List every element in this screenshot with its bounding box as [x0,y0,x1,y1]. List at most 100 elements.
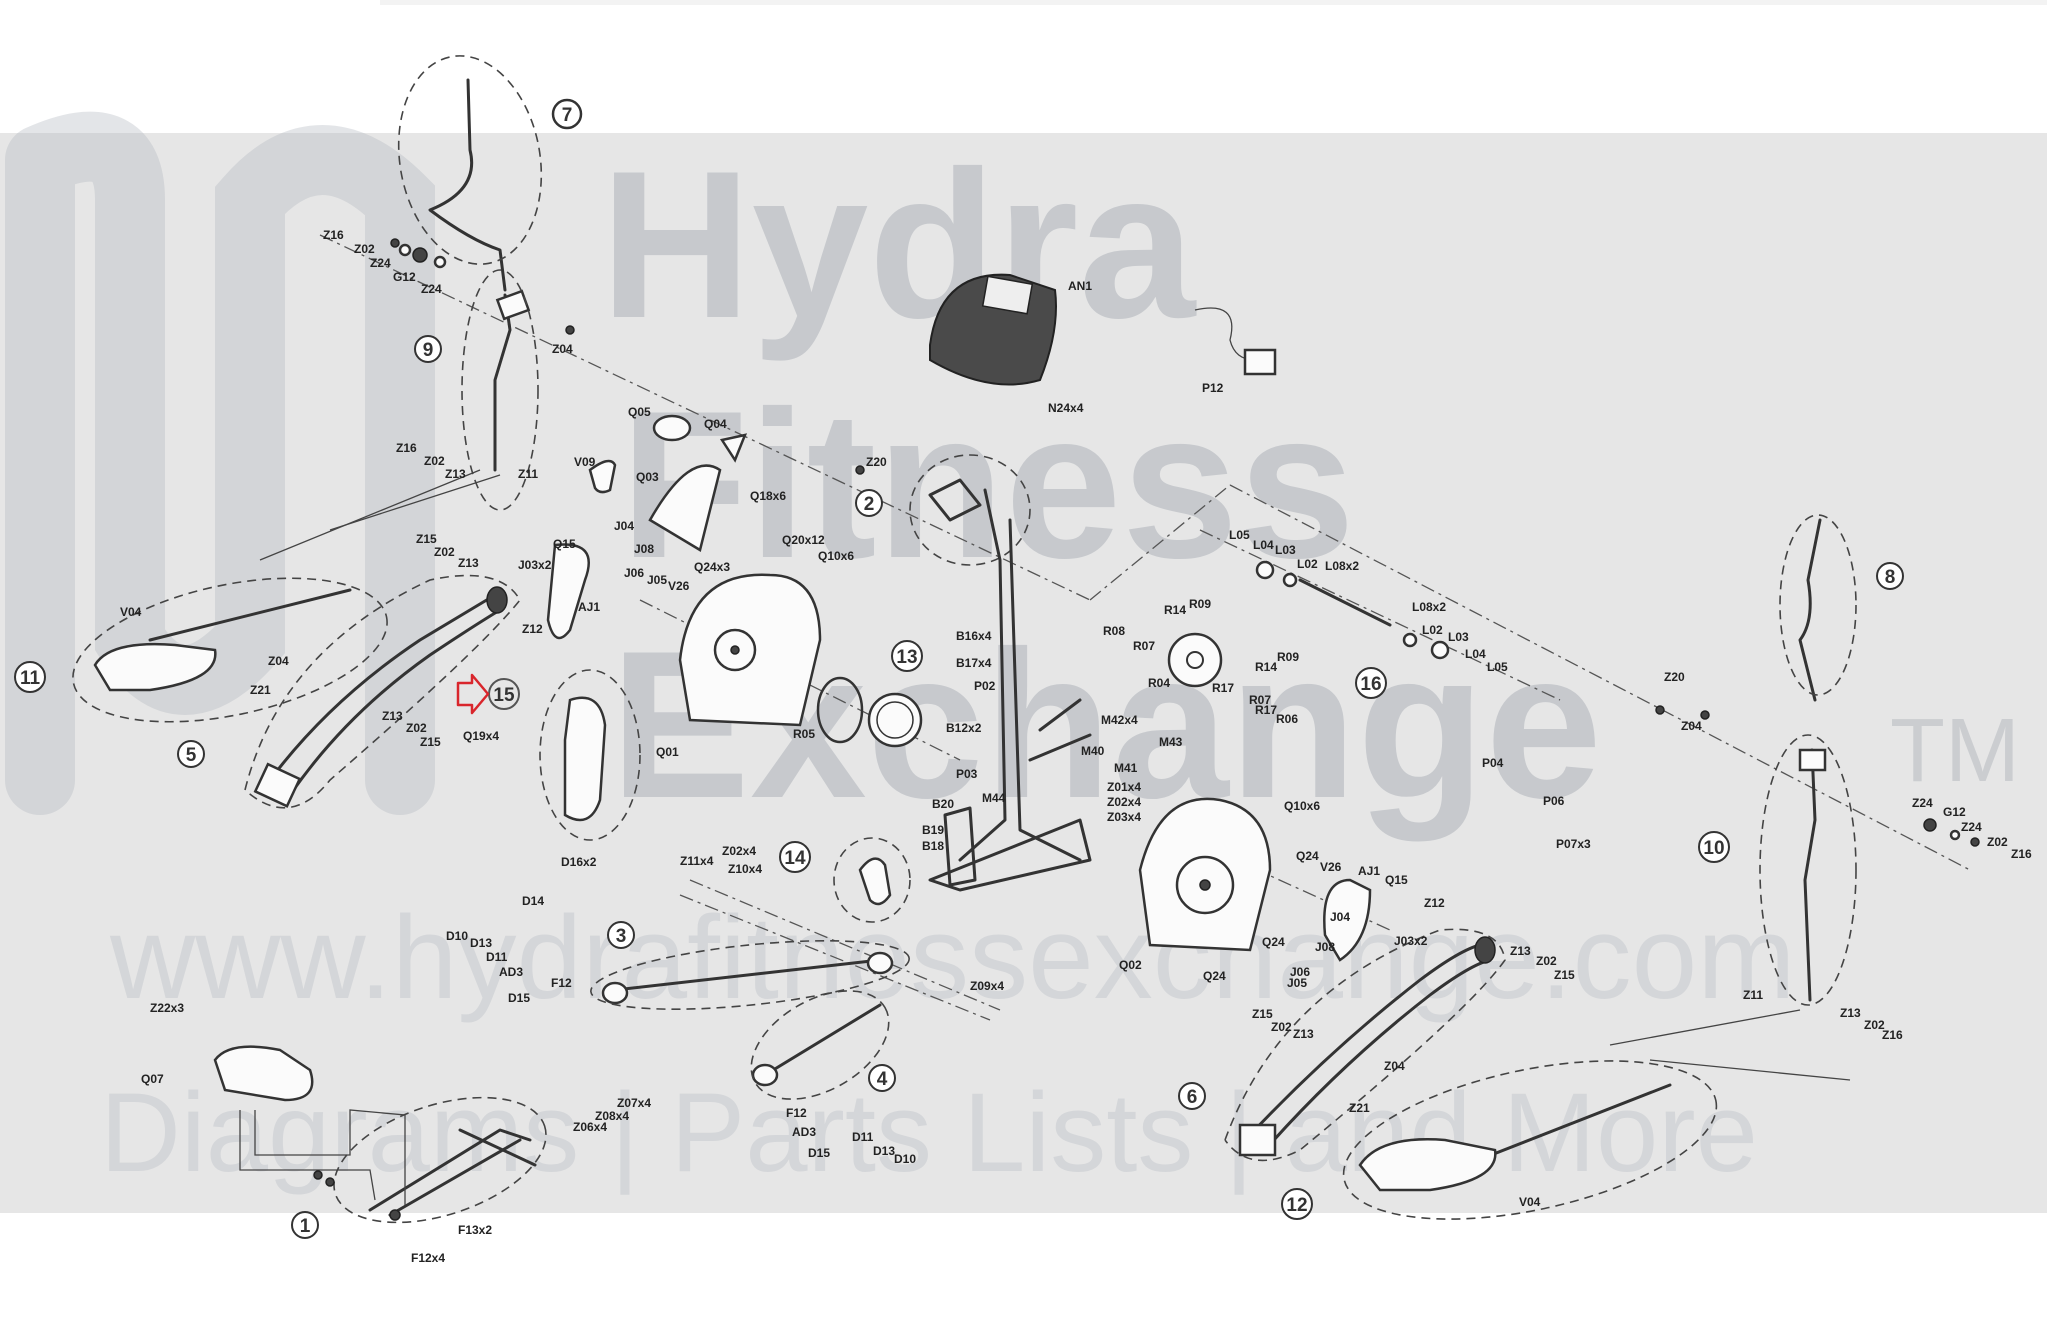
console-an1 [929,273,1057,386]
power-adapter-p12 [1194,307,1277,376]
label-p12: P12 [1202,381,1224,395]
part-12-right-pedal [1342,1060,1718,1220]
part-8-upper-handlebar [1779,514,1857,702]
callout-7: 7 [551,98,583,130]
top-edge-strip [380,0,2047,5]
label-r07b: R07 [1249,693,1271,707]
label-z24a: Z24 [370,256,391,270]
label-z15b: Z15 [420,735,441,749]
idler-wheel [1167,632,1223,688]
label-j05a: J05 [647,573,667,587]
callout-14: 14 [779,841,811,873]
callout-8: 8 [1876,562,1904,590]
label-q24a: Q24 [1296,849,1319,863]
label-q07: Q07 [141,1072,164,1086]
svg-text:9: 9 [423,340,434,361]
svg-text:6: 6 [1187,1087,1198,1108]
label-q10x6b: Q10x6 [1284,799,1320,813]
label-m43: M43 [1159,735,1183,749]
label-q10x6a: Q10x6 [818,549,854,563]
label-q15b: Q15 [1385,873,1408,887]
label-l08x2a: L08x2 [1325,559,1359,573]
label-z02x4b: Z02x4 [722,844,756,858]
watermark-brand-line1: Hydra [600,127,1196,362]
part-7-upper-handlebar [397,55,543,292]
label-q03: Q03 [636,470,659,484]
right-shroud-cover [1138,797,1272,952]
callout-16: 16 [1355,667,1387,699]
svg-text:4: 4 [877,1069,888,1090]
label-z11x4: Z11x4 [680,854,714,868]
label-z09x4: Z09x4 [970,979,1004,993]
svg-text:14: 14 [784,848,806,869]
label-d10a: D10 [446,929,468,943]
label-aj1b: AJ1 [1358,864,1380,878]
label-j04b: J04 [1330,910,1350,924]
label-z02g: Z02 [1271,1020,1292,1034]
red-arrow-icon [456,673,490,715]
left-shroud-cover [678,573,822,727]
label-f13x2: F13x2 [458,1223,492,1237]
label-r08: R08 [1103,624,1125,638]
label-z02h: Z02 [1864,1018,1885,1032]
callout-10: 10 [1698,831,1730,863]
label-b19: B19 [922,823,944,837]
svg-text:7: 7 [562,105,573,126]
callout-3: 3 [607,921,635,949]
label-v04a: V04 [120,605,142,619]
label-l03a: L03 [1275,543,1296,557]
label-j03x2b: J03x2 [1394,934,1428,948]
label-d14: D14 [522,894,544,908]
label-z13f: Z13 [1840,1006,1861,1020]
upper-fairing-parts [588,414,748,552]
label-z04c: Z04 [1681,719,1702,733]
label-p04: P04 [1482,756,1504,770]
label-l02b: L02 [1422,623,1443,637]
part-3-front-stabilizer [590,939,910,1011]
part-2-console-mast [909,454,1031,566]
label-b17x4: B17x4 [956,656,992,670]
label-z16b: Z16 [396,441,417,455]
label-q01: Q01 [656,745,679,759]
label-q24x3: Q24x3 [694,560,730,574]
label-z11a: Z11 [518,467,538,481]
label-v09: V09 [574,455,596,469]
part-14-bracket [833,837,911,923]
label-z12a: Z12 [522,622,543,636]
label-v26a: V26 [668,579,690,593]
part-4-rear-stabilizer [750,990,890,1100]
label-r07a: R07 [1133,639,1155,653]
label-z12b: Z12 [1424,896,1445,910]
label-z16d: Z16 [1882,1028,1903,1042]
assembly-axis-lines [259,234,1971,1081]
part-5-pedal-arm [244,574,521,809]
label-z15a: Z15 [416,532,437,546]
label-z06x4: Z06x4 [573,1120,607,1134]
label-z04b: Z04 [268,654,289,668]
svg-text:10: 10 [1703,838,1724,859]
svg-text:15: 15 [493,685,515,706]
label-z24b: Z24 [421,282,442,296]
label-b18: B18 [922,839,944,853]
label-v04b: V04 [1519,1195,1541,1209]
svg-text:8: 8 [1885,567,1896,588]
label-j06a: J06 [624,566,644,580]
label-z02f: Z02 [1536,954,1557,968]
label-q02: Q02 [1119,958,1142,972]
part-15-crank-cover [539,669,641,841]
svg-text:3: 3 [616,926,627,947]
label-r09b: R09 [1277,650,1299,664]
label-z16c: Z16 [2011,847,2032,861]
callout-6: 6 [1178,1082,1206,1110]
label-z10x4: Z10x4 [728,862,762,876]
label-z13d: Z13 [1510,944,1531,958]
svg-text:13: 13 [896,647,917,668]
label-g12b: G12 [1943,805,1966,819]
label-p02: P02 [974,679,996,693]
label-z21a: Z21 [250,683,271,697]
label-d10b: D10 [894,1152,916,1166]
label-p03: P03 [956,767,978,781]
label-j03x2a: J03x2 [518,558,552,572]
label-r14a: R14 [1164,603,1186,617]
label-d11a: D11 [486,950,508,964]
